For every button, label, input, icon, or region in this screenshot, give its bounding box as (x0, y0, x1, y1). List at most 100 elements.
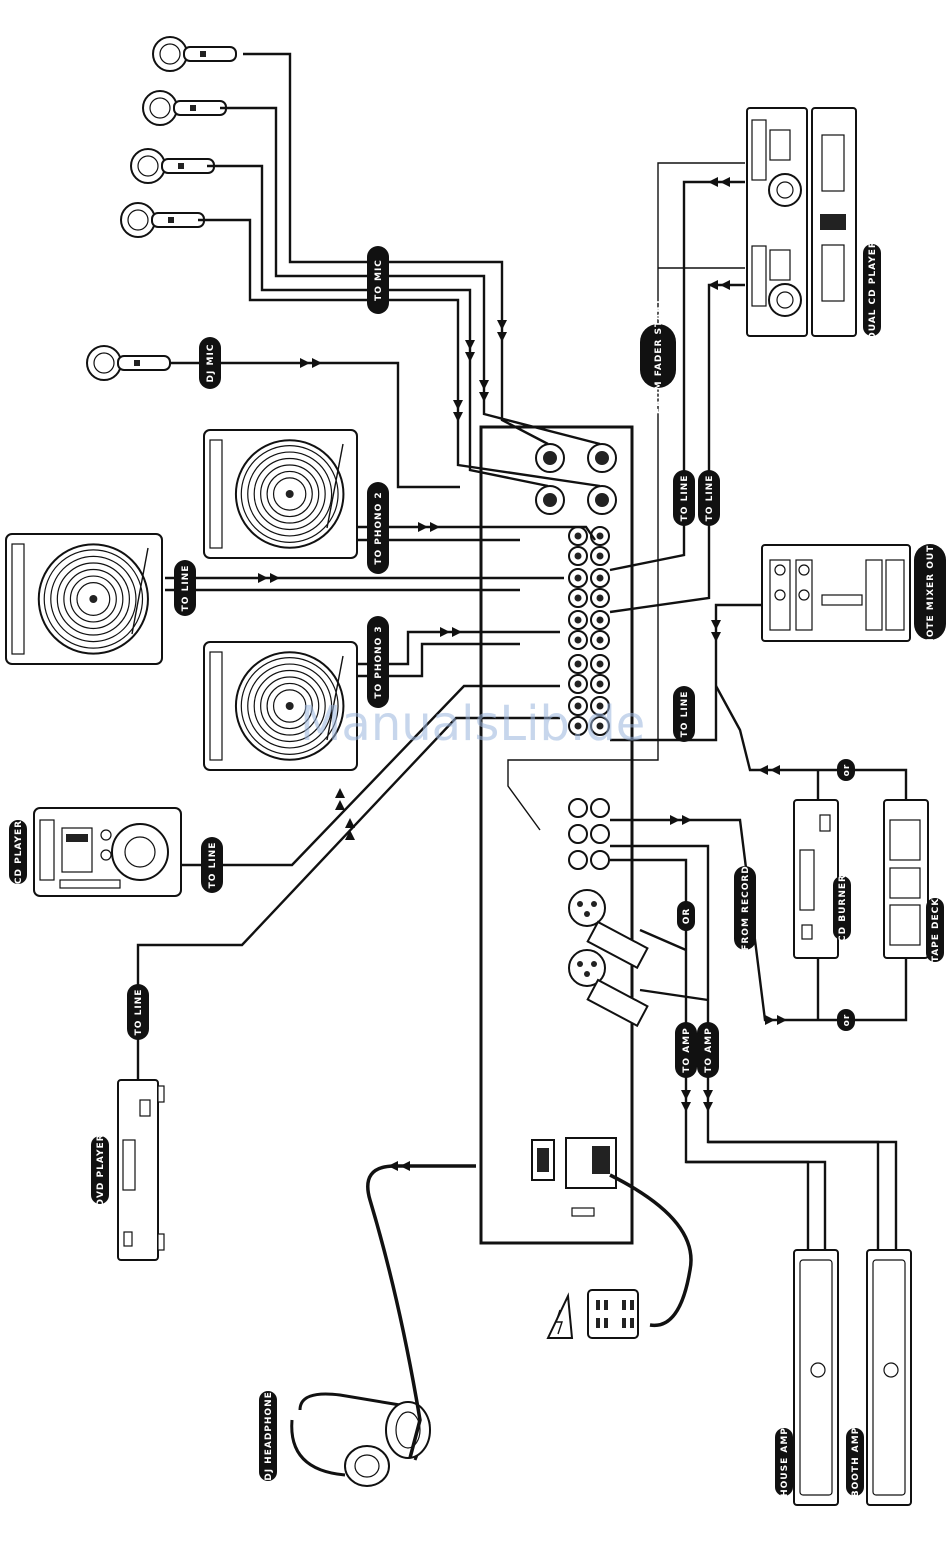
arrow-icon (711, 632, 721, 642)
label-text: TO LINE (134, 989, 144, 1036)
label-text: FROM RECORD (741, 865, 751, 951)
arrow-icon (335, 788, 345, 798)
rca-jack-pin (597, 533, 604, 540)
headphones-device (292, 1394, 430, 1486)
arrow-icon (497, 320, 507, 330)
label-text: or (842, 1014, 852, 1027)
label-text: CD PLAYER (14, 820, 24, 884)
arrow-icon (335, 800, 345, 810)
mixer-rear-panel (481, 427, 647, 1243)
arrow-icon (430, 522, 440, 532)
label-house-amp: HOUSE AMP (775, 1427, 793, 1497)
label-dj-headphone: DJ HEADPHONE (259, 1391, 277, 1481)
arrow-icon (479, 380, 489, 390)
label-text: TO MIC (374, 259, 384, 301)
microphone-icon (143, 91, 226, 125)
arrow-icon (452, 627, 462, 637)
arrow-icon (400, 1161, 410, 1171)
label-text: DJ MIC (206, 344, 216, 383)
arrow-icon (711, 620, 721, 630)
label-text: TO AMP (682, 1027, 692, 1072)
label-to-line-dual-1: TO LINE (673, 470, 695, 526)
label-to-phono-3: TO PHONO 3 (367, 616, 389, 708)
label-text: DUAL CD PLAYER (868, 240, 878, 340)
rca-jack-pin (597, 681, 604, 688)
arrow-icon (681, 1102, 691, 1112)
arrow-icon (345, 818, 355, 828)
label-text: TAPE DECK (931, 898, 941, 963)
arrow-icon (258, 573, 268, 583)
rca-jack-pin (597, 637, 604, 644)
label-text: TO LINE (208, 842, 218, 889)
label-dj-mic: DJ MIC (199, 337, 221, 389)
rca-jack-pin (597, 575, 604, 582)
warning-icon (548, 1296, 572, 1338)
rca-jack-pin (575, 661, 582, 668)
label-cd-player: CD PLAYER (9, 820, 27, 884)
label-text: TO LINE (181, 565, 191, 612)
arrow-icon (497, 332, 507, 342)
label-to-line-turntable: TO LINE (174, 560, 196, 616)
label-text: DVD PLAYER (96, 1133, 106, 1206)
rca-jack-pin (575, 553, 582, 560)
arrow-icon (682, 815, 692, 825)
arrow-icon (465, 340, 475, 350)
label-to-line-cd: TO LINE (201, 837, 223, 893)
label-text: TO LINE (705, 475, 715, 522)
label-text: TO PHONO 3 (374, 625, 384, 698)
microphone-icon (87, 346, 170, 380)
label-text: TO LINE (680, 691, 690, 738)
rca-jack-pin (575, 681, 582, 688)
rca-jack-pin (597, 553, 604, 560)
label-to-line-remote: TO LINE (673, 686, 695, 742)
arrow-icon (777, 1015, 787, 1025)
arrow-icon (758, 765, 768, 775)
arrow-icon (708, 177, 718, 187)
arrow-icon (703, 1102, 713, 1112)
label-text: TO LINE (680, 475, 690, 522)
arrow-icon (453, 400, 463, 410)
arrow-icon (670, 815, 680, 825)
tape-deck-device (884, 800, 928, 958)
label-to-phono-2: TO PHONO 2 (367, 482, 389, 574)
label-cd-burner: CD BURNER (833, 874, 851, 942)
rca-jack-pin (597, 617, 604, 624)
label-text: CD BURNER (838, 874, 848, 942)
label-dvd-player: DVD PLAYER (91, 1133, 109, 1206)
arrow-icon (720, 177, 730, 187)
rca-jack-pin (575, 617, 582, 624)
label-text: or (842, 764, 852, 777)
watermark-text: ManualsLib.de (300, 696, 645, 752)
remote-mixer-device (762, 545, 910, 641)
label-from-fader-start: FROM FADER START (640, 298, 676, 414)
label-text: OR (682, 908, 692, 925)
house-amp-device (794, 1250, 838, 1505)
rca-jack-pin (597, 595, 604, 602)
power-outlet (548, 1290, 638, 1338)
label-to-line-dual-2: TO LINE (698, 470, 720, 526)
microphone-icon (153, 37, 236, 71)
label-or-amp: OR (677, 901, 695, 931)
label-or-bottom: or (837, 1009, 855, 1031)
arrow-icon (765, 1015, 775, 1025)
arrow-icon (465, 352, 475, 362)
label-to-amp-2: TO AMP (697, 1022, 719, 1078)
rca-jack-pin (575, 595, 582, 602)
label-tape-deck: TAPE DECK (926, 898, 944, 963)
dual-cd-player-device (747, 108, 856, 336)
rca-jack-pin (597, 661, 604, 668)
arrow-icon (720, 280, 730, 290)
cd-player-device (34, 808, 181, 896)
booth-amp-device (867, 1250, 911, 1505)
arrow-icon (270, 573, 280, 583)
microphone-icon (121, 203, 204, 237)
label-text: TO PHONO 2 (374, 491, 384, 564)
label-text: REMOTE MIXER OUTPUT (926, 522, 936, 663)
turntable-icon (204, 430, 357, 558)
label-text: DJ HEADPHONE (264, 1391, 274, 1481)
label-to-mic: TO MIC (367, 246, 389, 314)
arrow-icon (300, 358, 310, 368)
rca-jack-pin (575, 637, 582, 644)
microphone-icon (131, 149, 214, 183)
